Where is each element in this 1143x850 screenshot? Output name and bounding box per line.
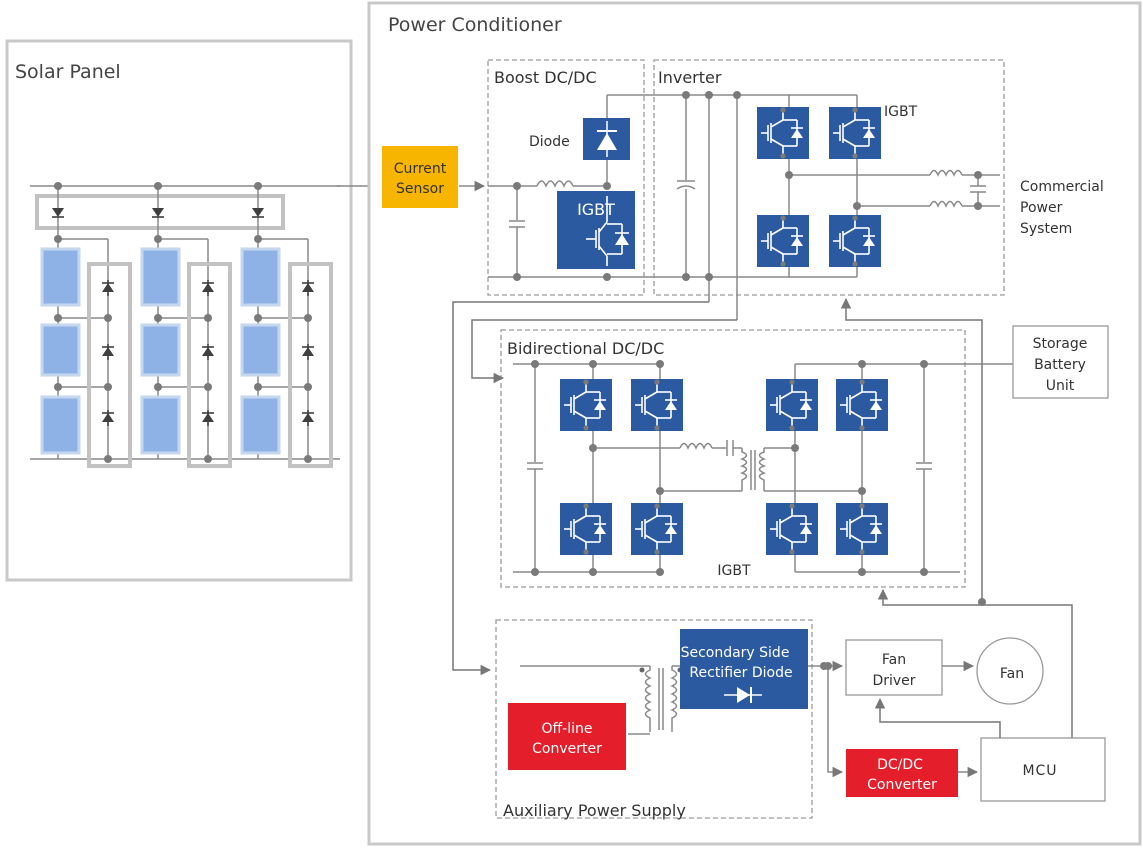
solar-cell: [240, 323, 281, 377]
aux-title: Auxiliary Power Supply: [503, 801, 686, 820]
bidirectional-dcdc-block: [500, 329, 966, 588]
current-sensor-line2: Sensor: [396, 181, 444, 197]
inverter-igbt: [756, 106, 810, 160]
power-conditioner-title: Power Conditioner: [388, 14, 562, 36]
dcdc-line2: Converter: [867, 777, 937, 793]
inverter-igbt-label: IGBT: [884, 104, 918, 120]
storage-line3: Unit: [1046, 378, 1075, 394]
bidirectional-igbt: [630, 378, 684, 432]
solar-cell: [240, 247, 281, 307]
solar-cell: [40, 395, 81, 455]
solar-array: [30, 182, 385, 468]
current-sensor-line1: Current: [394, 161, 447, 177]
bidirectional-igbt: [835, 502, 889, 556]
solar-cell: [140, 247, 181, 307]
bidirectional-igbt: [835, 378, 889, 432]
interconnect-wires: [452, 297, 1073, 738]
inverter-title: Inverter: [658, 68, 722, 87]
dcdc-line1: DC/DC: [877, 757, 923, 773]
commercial-line2: Power: [1020, 200, 1063, 216]
bidirectional-igbt: [559, 378, 613, 432]
solar-cell: [140, 395, 181, 455]
power-conditioner-frame: [367, 1, 1142, 846]
boost-dcdc-block: [487, 59, 645, 296]
inverter-igbt: [756, 214, 810, 268]
aux-power-supply-block: [495, 619, 813, 819]
fan-driver-line1: Fan: [882, 652, 906, 668]
bidirectional-igbt: [765, 502, 819, 556]
boost-dcdc-title: Boost DC/DC: [494, 68, 597, 87]
solar-cell: [40, 247, 81, 307]
storage-line2: Battery: [1034, 357, 1086, 373]
boost-igbt-label: IGBT: [577, 200, 615, 219]
solar-cell: [240, 395, 281, 455]
inverter-igbt: [828, 214, 882, 268]
current-sensor: [382, 146, 458, 208]
bidirectional-igbt: [559, 502, 613, 556]
offline-converter: [508, 703, 626, 770]
solar-panel-title: Solar Panel: [15, 61, 121, 83]
fan-driver-line2: Driver: [872, 673, 915, 689]
rectifier-line1: Secondary Side: [681, 645, 790, 661]
mcu-label: MCU: [1022, 763, 1057, 779]
rectifier-line2: Rectifier Diode: [689, 665, 792, 681]
mcu: [980, 737, 1106, 802]
rectifier-diode-icon: [724, 687, 762, 703]
storage-line1: Storage: [1033, 336, 1088, 352]
solar-cell: [140, 323, 181, 377]
offline-line1: Off-line: [542, 721, 593, 737]
boost-circuit: [488, 94, 650, 281]
boost-diode-label: Diode: [529, 134, 570, 150]
inverter-igbt: [828, 106, 882, 160]
fan-icon: [976, 637, 1044, 705]
dcdc-converter: [846, 749, 958, 797]
inverter-block: [653, 59, 1005, 296]
aux-circuit: [520, 660, 844, 778]
offline-line2: Converter: [532, 741, 602, 757]
fan-driver: [845, 639, 943, 696]
bidirectional-igbt: [630, 502, 684, 556]
solar-panel-frame: [5, 39, 353, 582]
commercial-line1: Commercial: [1020, 179, 1104, 195]
solar-cell: [40, 323, 81, 377]
storage-battery-unit: [1012, 325, 1109, 399]
bidirectional-title: Bidirectional DC/DC: [507, 339, 664, 358]
bidirectional-igbt-label: IGBT: [717, 563, 751, 579]
commercial-line3: System: [1020, 221, 1072, 237]
fan-label: Fan: [1000, 666, 1024, 682]
bidirectional-igbt: [765, 378, 819, 432]
